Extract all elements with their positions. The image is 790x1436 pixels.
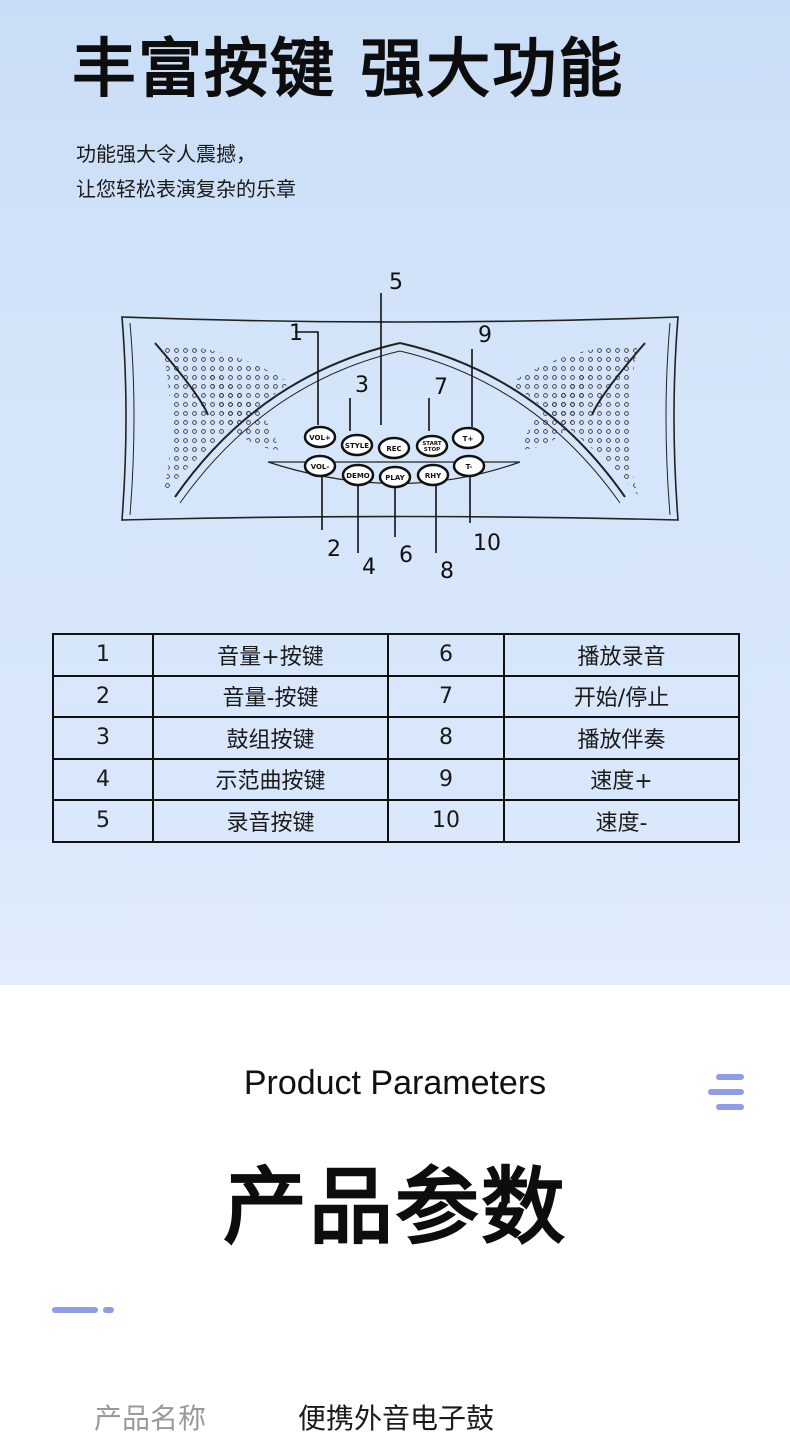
params-title-en: Product Parameters — [243, 1064, 547, 1102]
rec-button: REC — [377, 436, 411, 460]
key-number: 6 — [387, 633, 505, 677]
key-number: 10 — [387, 799, 505, 843]
key-function: 播放录音 — [503, 633, 740, 677]
key-function-table: 1 音量+按键 6 播放录音 2 音量-按键 7 开始/停止 3 鼓组按键 8 … — [52, 633, 740, 843]
callout-10: 10 — [473, 531, 501, 556]
tempo-up-button: T+ — [451, 426, 485, 450]
key-number: 3 — [52, 716, 154, 760]
demo-label: DEMO — [346, 472, 370, 480]
play-button: PLAY — [378, 465, 412, 489]
key-function: 鼓组按键 — [152, 716, 389, 760]
tempo-down-button: T- — [452, 454, 486, 478]
rec-label: REC — [386, 445, 401, 453]
key-function: 音量+按键 — [152, 633, 389, 677]
start-label: START — [422, 441, 442, 447]
product-name-label: 产品名称 — [94, 1402, 207, 1435]
key-number: 9 — [387, 757, 505, 801]
product-name-value: 便携外音电子鼓 — [298, 1402, 495, 1435]
rhythm-button: RHY — [416, 463, 450, 487]
key-number: 7 — [387, 674, 505, 718]
vol-up-label: VOL+ — [309, 434, 331, 442]
callout-8: 8 — [440, 559, 454, 584]
callout-5: 5 — [389, 270, 403, 295]
params-title-cn: 产品参数 — [222, 1158, 567, 1256]
callout-3: 3 — [355, 373, 369, 398]
vol-down-button: VOL- — [303, 454, 337, 478]
key-number: 4 — [52, 757, 154, 801]
callout-1: 1 — [289, 321, 303, 346]
key-number: 8 — [387, 716, 505, 760]
vol-down-label: VOL- — [311, 463, 330, 471]
key-number: 1 — [52, 633, 154, 677]
key-function: 录音按键 — [152, 799, 389, 843]
callout-9: 9 — [478, 323, 492, 348]
vol-up-button: VOL+ — [303, 425, 337, 449]
key-function: 示范曲按键 — [152, 757, 389, 801]
tempo-up-label: T+ — [463, 435, 474, 443]
menu-icon — [706, 1073, 746, 1113]
features-section: 丰富按键 强大功能 功能强大令人震撼， 让您轻松表演复杂的乐章 — [0, 0, 790, 985]
key-function: 速度+ — [503, 757, 740, 801]
callout-6: 6 — [399, 543, 413, 568]
rhythm-label: RHY — [425, 472, 442, 480]
style-label: STYLE — [345, 442, 369, 450]
dash-decoration-icon — [52, 1307, 116, 1315]
key-function: 音量-按键 — [152, 674, 389, 718]
stop-label: STOP — [424, 447, 440, 453]
key-function: 速度- — [503, 799, 740, 843]
page-title: 丰富按键 强大功能 — [72, 33, 625, 107]
table-row: 3 鼓组按键 8 播放伴奏 — [52, 716, 740, 760]
play-label: PLAY — [385, 474, 405, 482]
subtitle-line-2: 让您轻松表演复杂的乐章 — [76, 177, 296, 201]
callout-4: 4 — [362, 555, 376, 580]
keyboard-diagram: VOL+ STYLE REC START STOP T+ — [100, 265, 700, 595]
table-row: 1 音量+按键 6 播放录音 — [52, 633, 740, 677]
key-function: 开始/停止 — [503, 674, 740, 718]
tempo-down-label: T- — [466, 463, 473, 471]
style-button: STYLE — [340, 433, 374, 457]
subtitle-line-1: 功能强大令人震撼， — [76, 142, 256, 166]
start-stop-button: START STOP — [415, 434, 449, 458]
key-function: 播放伴奏 — [503, 716, 740, 760]
table-row: 5 录音按键 10 速度- — [52, 799, 740, 843]
table-row: 4 示范曲按键 9 速度+ — [52, 757, 740, 801]
drum-device-illustration: VOL+ STYLE REC START STOP T+ — [121, 293, 679, 553]
table-row: 2 音量-按键 7 开始/停止 — [52, 674, 740, 718]
callout-7: 7 — [434, 375, 448, 400]
callout-2: 2 — [327, 537, 341, 562]
key-number: 5 — [52, 799, 154, 843]
demo-button: DEMO — [341, 463, 375, 487]
key-number: 2 — [52, 674, 154, 718]
